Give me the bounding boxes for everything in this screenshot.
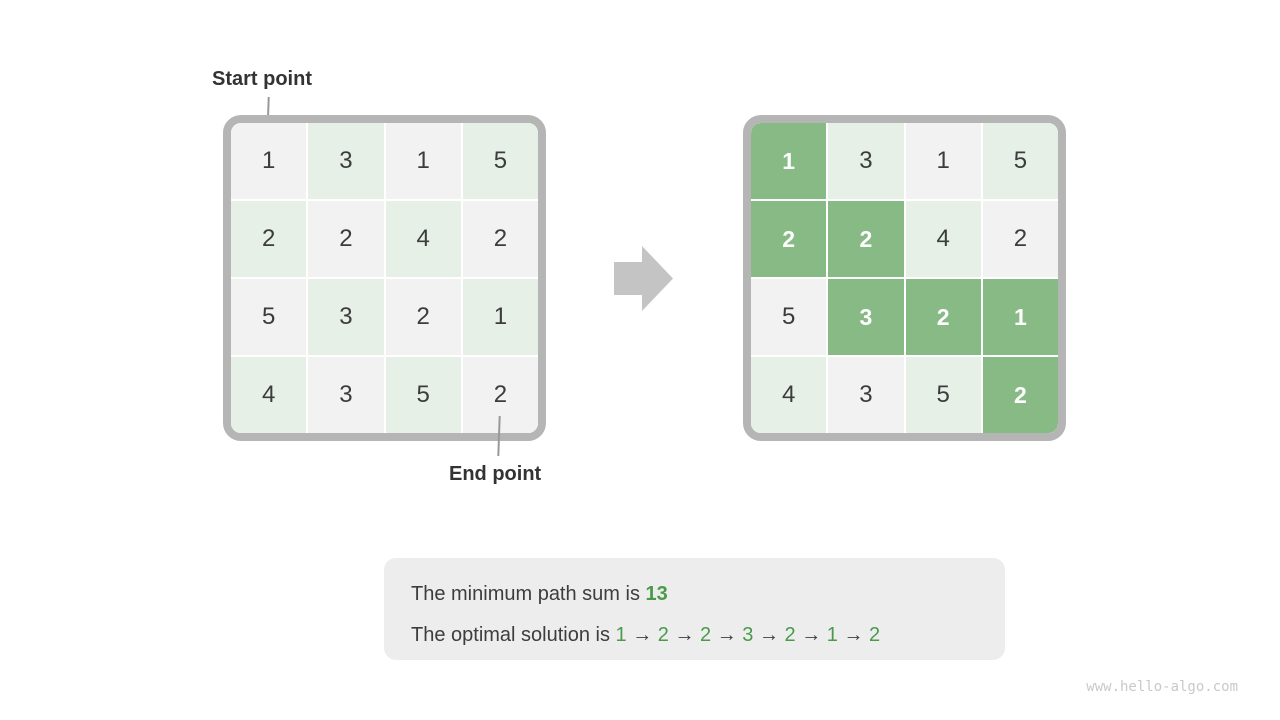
min-sum-value: 13 <box>645 583 668 605</box>
grid-cell: 3 <box>308 279 384 355</box>
grid-cell: 5 <box>231 279 307 355</box>
grid-cell: 1 <box>905 123 981 199</box>
arrow-separator: → <box>795 624 827 646</box>
grid-cell: 2 <box>308 201 384 277</box>
grid-cell: 3 <box>308 357 384 433</box>
arrow-separator: → <box>753 624 785 646</box>
grid-cell: 3 <box>828 123 904 199</box>
grid-cell-path: 2 <box>905 279 981 355</box>
arrow-separator: → <box>668 624 701 646</box>
grid-cell-path: 3 <box>828 279 904 355</box>
grid-cell: 2 <box>231 201 307 277</box>
arrow-separator: → <box>626 624 658 646</box>
grid-cell: 5 <box>751 279 827 355</box>
watermark: www.hello-algo.com <box>1086 679 1238 695</box>
grid-cell: 4 <box>385 201 461 277</box>
grid-cell: 5 <box>982 123 1058 199</box>
path-value: 2 <box>784 624 796 646</box>
optimal-solution-path: 1 → 2 → 2 → 3 → 2 → 1 → 2 <box>616 624 881 646</box>
grid-cell-path: 2 <box>828 201 904 277</box>
grid-cell: 1 <box>231 123 307 199</box>
grid-cell: 1 <box>462 279 538 355</box>
grid-cell: 4 <box>751 357 827 433</box>
end-point-label: End point <box>449 463 542 485</box>
arrow-separator: → <box>837 624 870 646</box>
grid-cell: 5 <box>905 357 981 433</box>
path-value: 2 <box>869 624 881 646</box>
min-sum-prefix: The minimum path sum is <box>411 583 646 605</box>
path-value: 2 <box>657 624 669 646</box>
grid-cell-path: 1 <box>982 279 1058 355</box>
right-arrow-icon <box>614 246 673 311</box>
grid-cell: 4 <box>905 201 981 277</box>
optimal-solution-prefix: The optimal solution is <box>411 624 616 646</box>
grid-cell: 3 <box>828 357 904 433</box>
grid-cell-path: 2 <box>751 201 827 277</box>
arrow-separator: → <box>711 624 743 646</box>
grid-cell: 2 <box>385 279 461 355</box>
path-value: 3 <box>742 624 754 646</box>
grid-cell: 4 <box>231 357 307 433</box>
grid-cell: 5 <box>385 357 461 433</box>
grid-cell: 2 <box>982 201 1058 277</box>
grid-cell: 2 <box>462 201 538 277</box>
summary-line-min-sum: The minimum path sum is 13 <box>411 574 1005 615</box>
grid-cell-path: 2 <box>982 357 1058 433</box>
path-value: 1 <box>826 624 838 646</box>
summary-box: The minimum path sum is 13 The optimal s… <box>384 558 1005 660</box>
path-value: 2 <box>700 624 712 646</box>
grid-cell: 1 <box>385 123 461 199</box>
start-point-label: Start point <box>212 68 312 90</box>
grid-cell: 3 <box>308 123 384 199</box>
grid-cell-path: 1 <box>751 123 827 199</box>
summary-line-optimal-solution: The optimal solution is 1 → 2 → 2 → 3 → … <box>411 615 1005 656</box>
grid-cell: 5 <box>462 123 538 199</box>
path-value: 1 <box>615 624 627 646</box>
